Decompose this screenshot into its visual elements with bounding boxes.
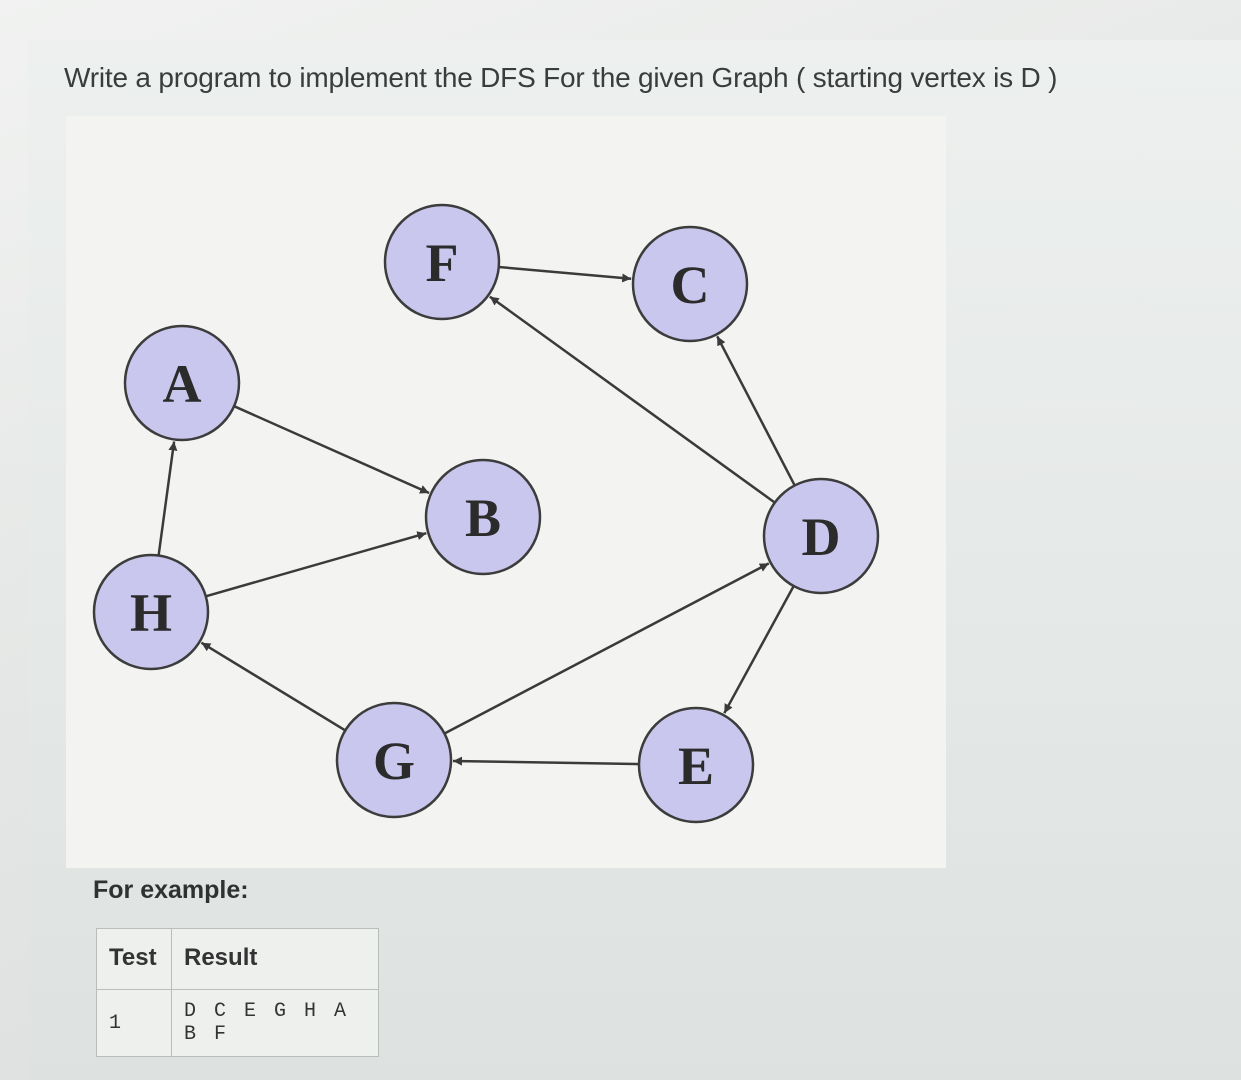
node-label-c: C <box>671 255 710 315</box>
node-circle-h <box>92 553 210 671</box>
example-label: For example: <box>93 876 249 904</box>
node-circle-g <box>335 701 453 819</box>
node-label-e: E <box>678 736 714 796</box>
edge-e-to-g <box>452 756 640 766</box>
column-header-test: Test <box>96 928 172 990</box>
result-cell: D C E G H A B F <box>171 989 379 1057</box>
node-a: A <box>123 324 241 442</box>
node-d: D <box>762 477 880 595</box>
edge-h-to-a <box>157 441 178 556</box>
graph-figure: F C A B D H G E <box>66 116 946 868</box>
test-cell: 1 <box>96 989 172 1057</box>
table-row: 1 D C E G H A B F <box>96 989 379 1057</box>
node-label-g: G <box>373 731 415 791</box>
graph-diagram: F C A B D H G E <box>92 203 880 824</box>
example-table: Test Result 1 D C E G H A B F <box>96 928 379 1057</box>
node-circle-c <box>631 225 749 343</box>
node-label-b: B <box>465 488 501 548</box>
node-circle-a <box>123 324 241 442</box>
table-header-row: Test Result <box>96 928 379 990</box>
edge-g-to-d <box>443 562 770 735</box>
question-title: Write a program to implement the DFS For… <box>64 62 1058 93</box>
edge-h-to-b <box>205 531 427 598</box>
node-label-f: F <box>426 233 459 293</box>
node-h: H <box>92 553 210 671</box>
column-header-result: Result <box>171 928 379 990</box>
node-circle-e <box>637 706 755 824</box>
node-e: E <box>637 706 755 824</box>
node-label-d: D <box>802 507 841 567</box>
node-label-h: H <box>130 583 172 643</box>
node-f: F <box>383 203 501 321</box>
node-c: C <box>631 225 749 343</box>
node-circle-b <box>424 458 542 576</box>
edge-d-to-e <box>723 585 795 714</box>
node-label-a: A <box>163 354 202 414</box>
node-circle-d <box>762 477 880 595</box>
edge-f-to-c <box>498 265 632 283</box>
node-g: G <box>335 701 453 819</box>
node-b: B <box>424 458 542 576</box>
edge-a-to-b <box>233 405 430 495</box>
edge-g-to-h <box>200 641 346 732</box>
node-circle-f <box>383 203 501 321</box>
edge-d-to-f <box>489 295 776 504</box>
edge-d-to-c <box>716 335 796 486</box>
